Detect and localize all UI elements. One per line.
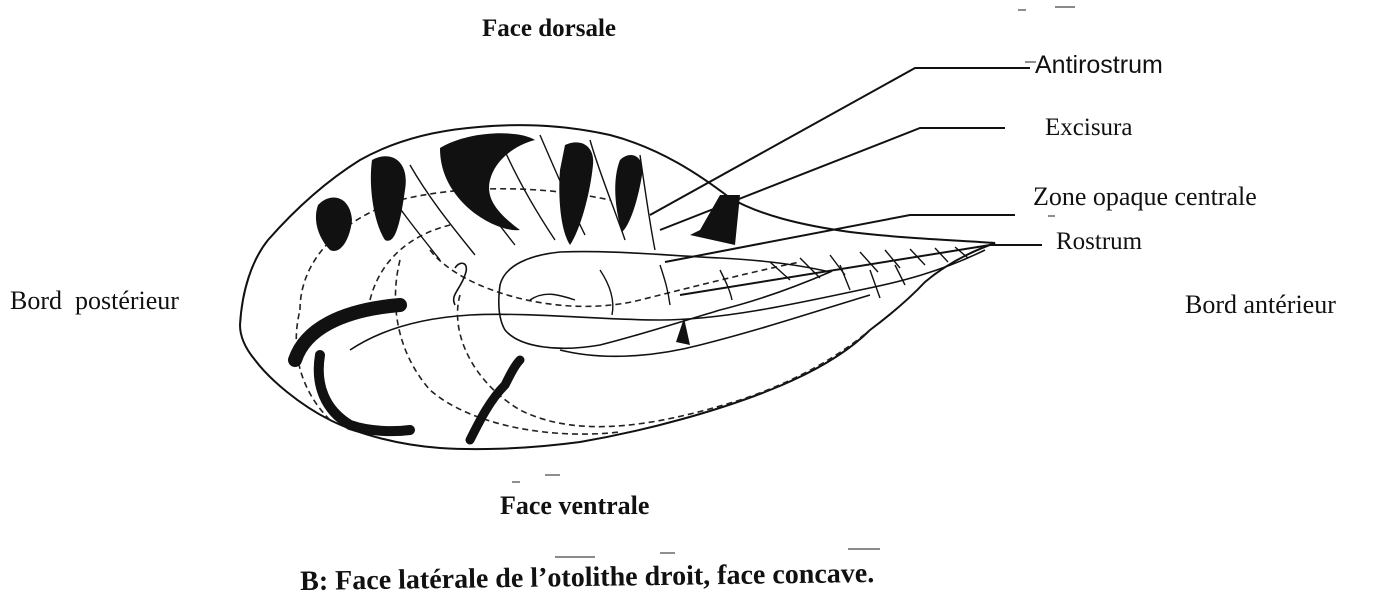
scan-marks	[512, 7, 1075, 557]
label-face-ventrale: Face ventrale	[500, 493, 649, 519]
label-rostrum: Rostrum	[1056, 229, 1142, 254]
central-zone-outline	[499, 252, 830, 349]
leader-antirostrum	[650, 68, 1030, 215]
posterior-notch	[454, 263, 467, 305]
label-bord-posterieur: Bord postérieur	[10, 288, 179, 314]
label-antirostrum: Antirostrum	[1035, 53, 1163, 78]
label-zone-opaque-centrale: Zone opaque centrale	[1033, 184, 1257, 210]
central-zone-cracks	[530, 265, 732, 315]
label-face-dorsale: Face dorsale	[482, 16, 616, 41]
dorsal-radial-lines	[380, 135, 655, 260]
sulcus-lower-line	[560, 295, 870, 356]
label-bord-anterieur: Bord antérieur	[1185, 292, 1336, 318]
label-excisura: Excisura	[1045, 115, 1132, 140]
leader-lines	[650, 68, 1042, 295]
